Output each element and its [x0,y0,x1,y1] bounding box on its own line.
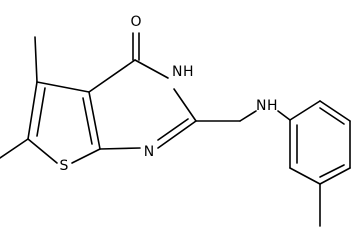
oxygen-label: O [130,14,141,30]
bond-ar4-ar5 [319,167,351,185]
bond-c4a-c5 [36,81,90,93]
bond-c5-c6 [27,81,38,140]
ring-n-label: N [144,144,154,160]
bond-c4a-c4 [88,59,136,93]
bond-c6-methyl [0,138,29,159]
bond-c4-n3 [134,59,169,79]
amine-h-label: H [267,98,278,114]
bond-ar2-ar3 [319,100,351,122]
bond-c7a-c4a-double [82,97,93,145]
bond-ch2-nh [239,110,257,122]
amine-n-label: N [256,98,266,114]
ring-nh-h-label: H [183,64,194,80]
ring-nh-n-label: N [172,64,182,80]
bond-c2-n1-double [157,118,189,141]
bond-c7a-c4a [88,91,101,150]
bond-ar1-ar2 [289,100,321,121]
bond-ar2-ar3-double [319,107,345,125]
bond-c5-methyl [34,36,38,83]
sulfur-label: S [60,158,69,174]
bond-c2-n1 [157,120,197,149]
bond-n3-c2 [173,88,197,122]
bond-n1-c7a [99,147,141,150]
bond-nh-aryl [277,110,291,121]
bond-s-c7a [71,148,101,164]
bond-ar5-ar6 [289,167,321,185]
bond-ar4-ar5-double [319,164,345,178]
bond-c5-c6-double [36,87,46,137]
bond-c6-s [27,138,58,164]
